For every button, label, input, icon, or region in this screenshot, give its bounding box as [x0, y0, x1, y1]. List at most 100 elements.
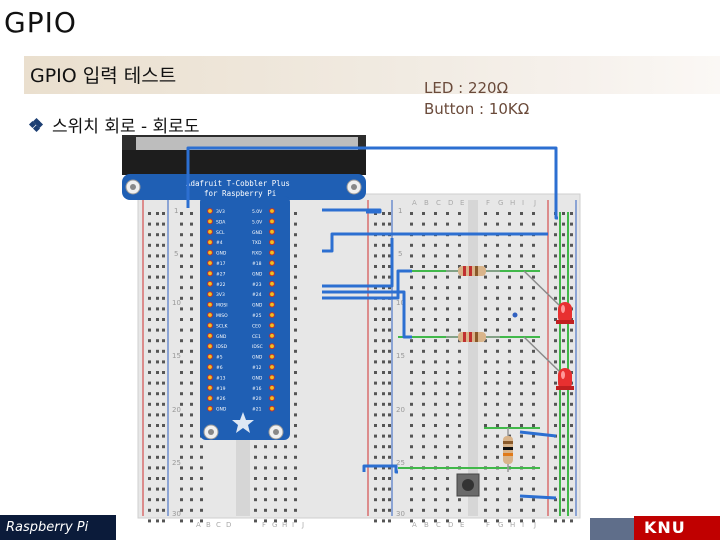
breadboard-hole — [388, 360, 391, 364]
cobbler-pin-label: #21 — [252, 407, 262, 413]
breadboard-hole — [410, 318, 413, 321]
breadboard-hole — [162, 360, 165, 364]
breadboard-hole — [496, 445, 499, 449]
breadboard-hole — [180, 508, 183, 512]
breadboard-hole — [388, 286, 391, 290]
breadboard-hole — [562, 455, 565, 459]
breadboard-hole — [162, 222, 165, 226]
breadboard-hole — [382, 349, 385, 353]
column-letter: D — [448, 199, 453, 207]
breadboard-hole — [148, 233, 151, 237]
breadboard-hole — [532, 477, 535, 480]
breadboard-hole — [294, 233, 297, 237]
breadboard-hole — [148, 243, 151, 247]
breadboard-hole — [570, 434, 573, 438]
breadboard-hole — [484, 307, 487, 311]
breadboard-hole — [294, 243, 297, 247]
breadboard-hole — [264, 477, 267, 480]
cobbler-pin-label: GND — [216, 407, 227, 413]
breadboard-hole — [388, 328, 391, 332]
breadboard-hole — [254, 466, 257, 470]
breadboard-hole — [190, 222, 193, 226]
column-letter: I — [522, 521, 524, 529]
breadboard-hole — [190, 445, 193, 449]
breadboard-hole — [520, 477, 523, 480]
breadboard-hole — [458, 413, 461, 417]
breadboard-hole — [446, 349, 449, 353]
breadboard-hole — [264, 508, 267, 512]
breadboard-hole — [496, 286, 499, 290]
breadboard-hole — [374, 360, 377, 364]
cobbler-pin-label: GND — [252, 355, 263, 361]
breadboard-hole — [388, 402, 391, 406]
breadboard-hole — [190, 371, 193, 374]
breadboard-hole — [180, 392, 183, 396]
breadboard-hole — [532, 349, 535, 353]
breadboard-hole — [520, 349, 523, 353]
breadboard-hole — [180, 434, 183, 438]
cobbler-pin — [269, 208, 275, 214]
breadboard-hole — [162, 381, 165, 385]
breadboard-hole — [148, 296, 151, 300]
cobbler-pin-label: RXD — [252, 251, 262, 257]
breadboard-hole — [554, 286, 557, 290]
breadboard-hole — [410, 402, 413, 406]
cobbler-pin — [269, 270, 275, 277]
breadboard-hole — [562, 286, 565, 290]
breadboard-hole — [190, 424, 193, 427]
breadboard-hole — [388, 212, 391, 215]
breadboard-hole — [496, 360, 499, 364]
row-number: 5 — [398, 250, 402, 258]
breadboard-hole — [532, 519, 535, 523]
cobbler-pin — [207, 332, 213, 339]
breadboard-hole — [484, 349, 487, 353]
breadboard-hole — [532, 392, 535, 396]
breadboard-hole — [434, 402, 437, 406]
breadboard-hole — [374, 254, 377, 258]
breadboard-hole — [200, 508, 203, 512]
breadboard-hole — [264, 455, 267, 459]
breadboard-hole — [422, 286, 425, 290]
breadboard-hole — [284, 445, 287, 449]
row-number-labels: 1 5 10 15 20 25 30 1 5 10 15 20 25 30 — [172, 207, 405, 518]
breadboard-hole — [422, 328, 425, 332]
breadboard-hole — [562, 498, 565, 502]
breadboard-hole — [434, 296, 437, 300]
breadboard-hole — [382, 424, 385, 427]
column-letter: B — [424, 521, 429, 529]
breadboard-hole — [148, 360, 151, 364]
breadboard-hole — [570, 254, 573, 258]
breadboard-hole — [554, 222, 557, 226]
breadboard-hole — [190, 265, 193, 268]
breadboard-hole — [388, 254, 391, 258]
breadboard-hole — [562, 275, 565, 279]
breadboard-hole — [520, 434, 523, 438]
breadboard-hole — [434, 445, 437, 449]
breadboard-hole — [156, 307, 159, 311]
breadboard-hole — [410, 445, 413, 449]
breadboard-hole — [508, 243, 511, 247]
column-letter: E — [460, 521, 464, 529]
breadboard-hole — [294, 212, 297, 215]
cobbler-pin — [207, 239, 213, 246]
breadboard-hole — [410, 254, 413, 258]
breadboard-hole — [434, 371, 437, 374]
cobbler-title-1: Adafruit T-Cobbler Plus — [186, 179, 290, 188]
breadboard-hole — [508, 392, 511, 396]
breadboard-hole — [374, 286, 377, 290]
breadboard-hole — [434, 275, 437, 279]
breadboard-hole — [434, 243, 437, 247]
breadboard-hole — [520, 318, 523, 321]
bullet-text: 스위치 회로 - 회로도 — [52, 117, 200, 137]
breadboard-hole — [458, 508, 461, 512]
wire-3v3 — [186, 146, 558, 220]
breadboard-hole — [570, 222, 573, 226]
breadboard-hole — [446, 265, 449, 268]
breadboard-hole — [446, 424, 449, 427]
breadboard-hole — [562, 434, 565, 438]
breadboard-hole — [434, 434, 437, 438]
breadboard-hole — [554, 254, 557, 258]
column-letter: C — [436, 521, 441, 529]
cobbler-pin-label: #16 — [252, 386, 262, 392]
breadboard-hole — [562, 402, 565, 406]
